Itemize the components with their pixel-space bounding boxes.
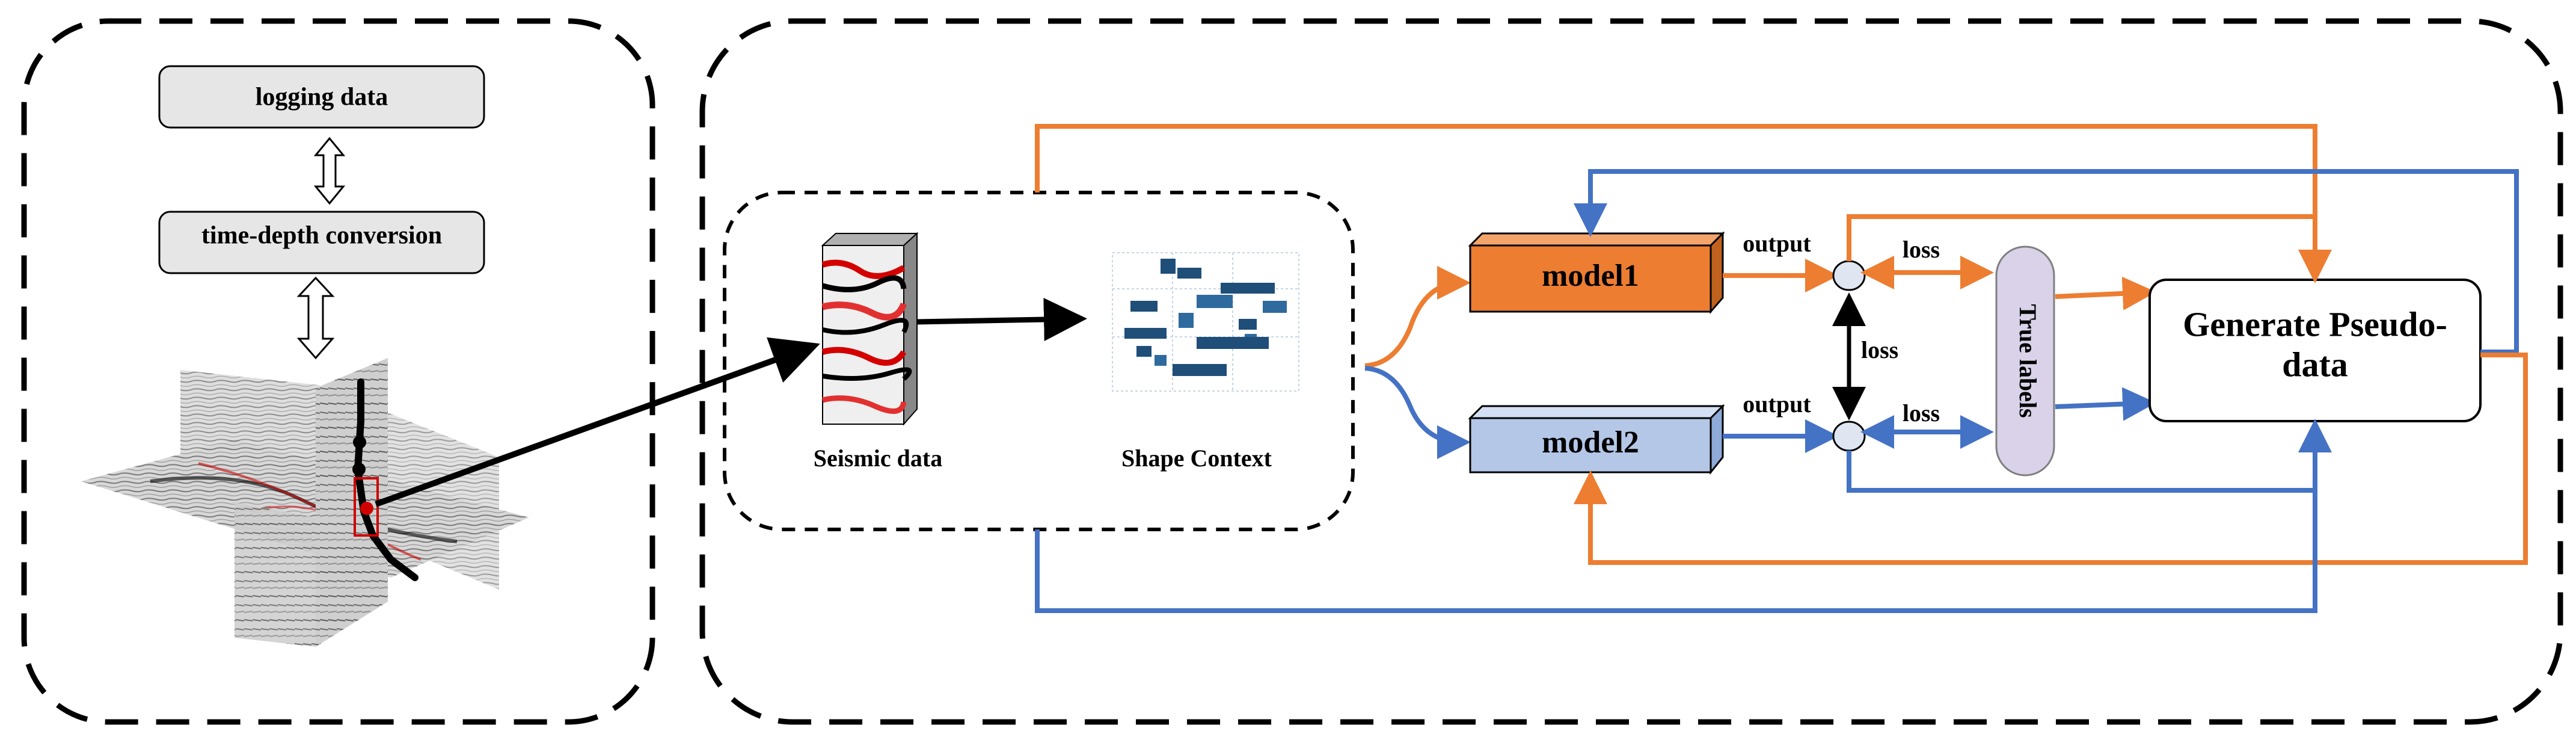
- seismic-data-label: Seismic data: [814, 445, 942, 472]
- bottom-orange-loop: [1574, 353, 2528, 565]
- logging-data-box: logging data: [158, 65, 485, 129]
- split-arrow-model1: [1364, 266, 1471, 368]
- split-arrow-model2: [1364, 366, 1471, 459]
- seismic-to-shape-arrow: [916, 298, 1087, 342]
- model1-box: model1: [1468, 231, 1725, 315]
- double-arrow-2: [296, 276, 335, 360]
- loss-mid-label: loss: [1861, 336, 1898, 363]
- right-panel-border: [699, 18, 2563, 725]
- top-orange-loop: [1035, 124, 2332, 283]
- generate-pseudo-data-box: Generate Pseudo- data: [2148, 279, 2482, 422]
- time-depth-box: time-depth conversion: [158, 211, 485, 274]
- loss-node-2: [1832, 421, 1866, 452]
- logging-data-label: logging data: [256, 84, 388, 111]
- loss-node-1: [1832, 260, 1866, 291]
- seismic-volume-image: [81, 358, 529, 647]
- bottom-blue-loop: [1035, 419, 2332, 613]
- left-panel-border: [21, 18, 655, 725]
- shape-context-label: Shape Context: [1121, 445, 1272, 472]
- model2-label: model2: [1542, 425, 1639, 460]
- model2-box: model2: [1468, 404, 1725, 475]
- output2-label: output: [1743, 390, 1811, 418]
- seismic-data-image: [821, 232, 919, 426]
- data-prep-border: [723, 191, 1355, 531]
- loss-bottom-label: loss: [1903, 399, 1940, 427]
- volume-to-seismic-arrow: [375, 337, 820, 507]
- generate-line2: data: [2282, 345, 2348, 384]
- labels-to-generate-blue: [2055, 387, 2156, 421]
- shape-context-image: [1112, 252, 1299, 392]
- model1-label: model1: [1542, 259, 1639, 293]
- generate-line1: Generate Pseudo-: [2183, 304, 2447, 344]
- time-depth-label: time-depth conversion: [201, 222, 442, 250]
- output1-label: output: [1743, 230, 1811, 257]
- true-labels-box: True labels: [1995, 245, 2055, 476]
- loss1-to-generate-orange: [1847, 214, 2315, 261]
- loss-top-label: loss: [1903, 236, 1940, 263]
- top-blue-loop: [1574, 169, 2519, 354]
- true-labels-label: True labels: [2014, 304, 2041, 418]
- loss2-to-generate-blue: [1847, 451, 2315, 493]
- double-arrow-1: [313, 137, 346, 205]
- labels-to-generate-orange: [2055, 276, 2156, 310]
